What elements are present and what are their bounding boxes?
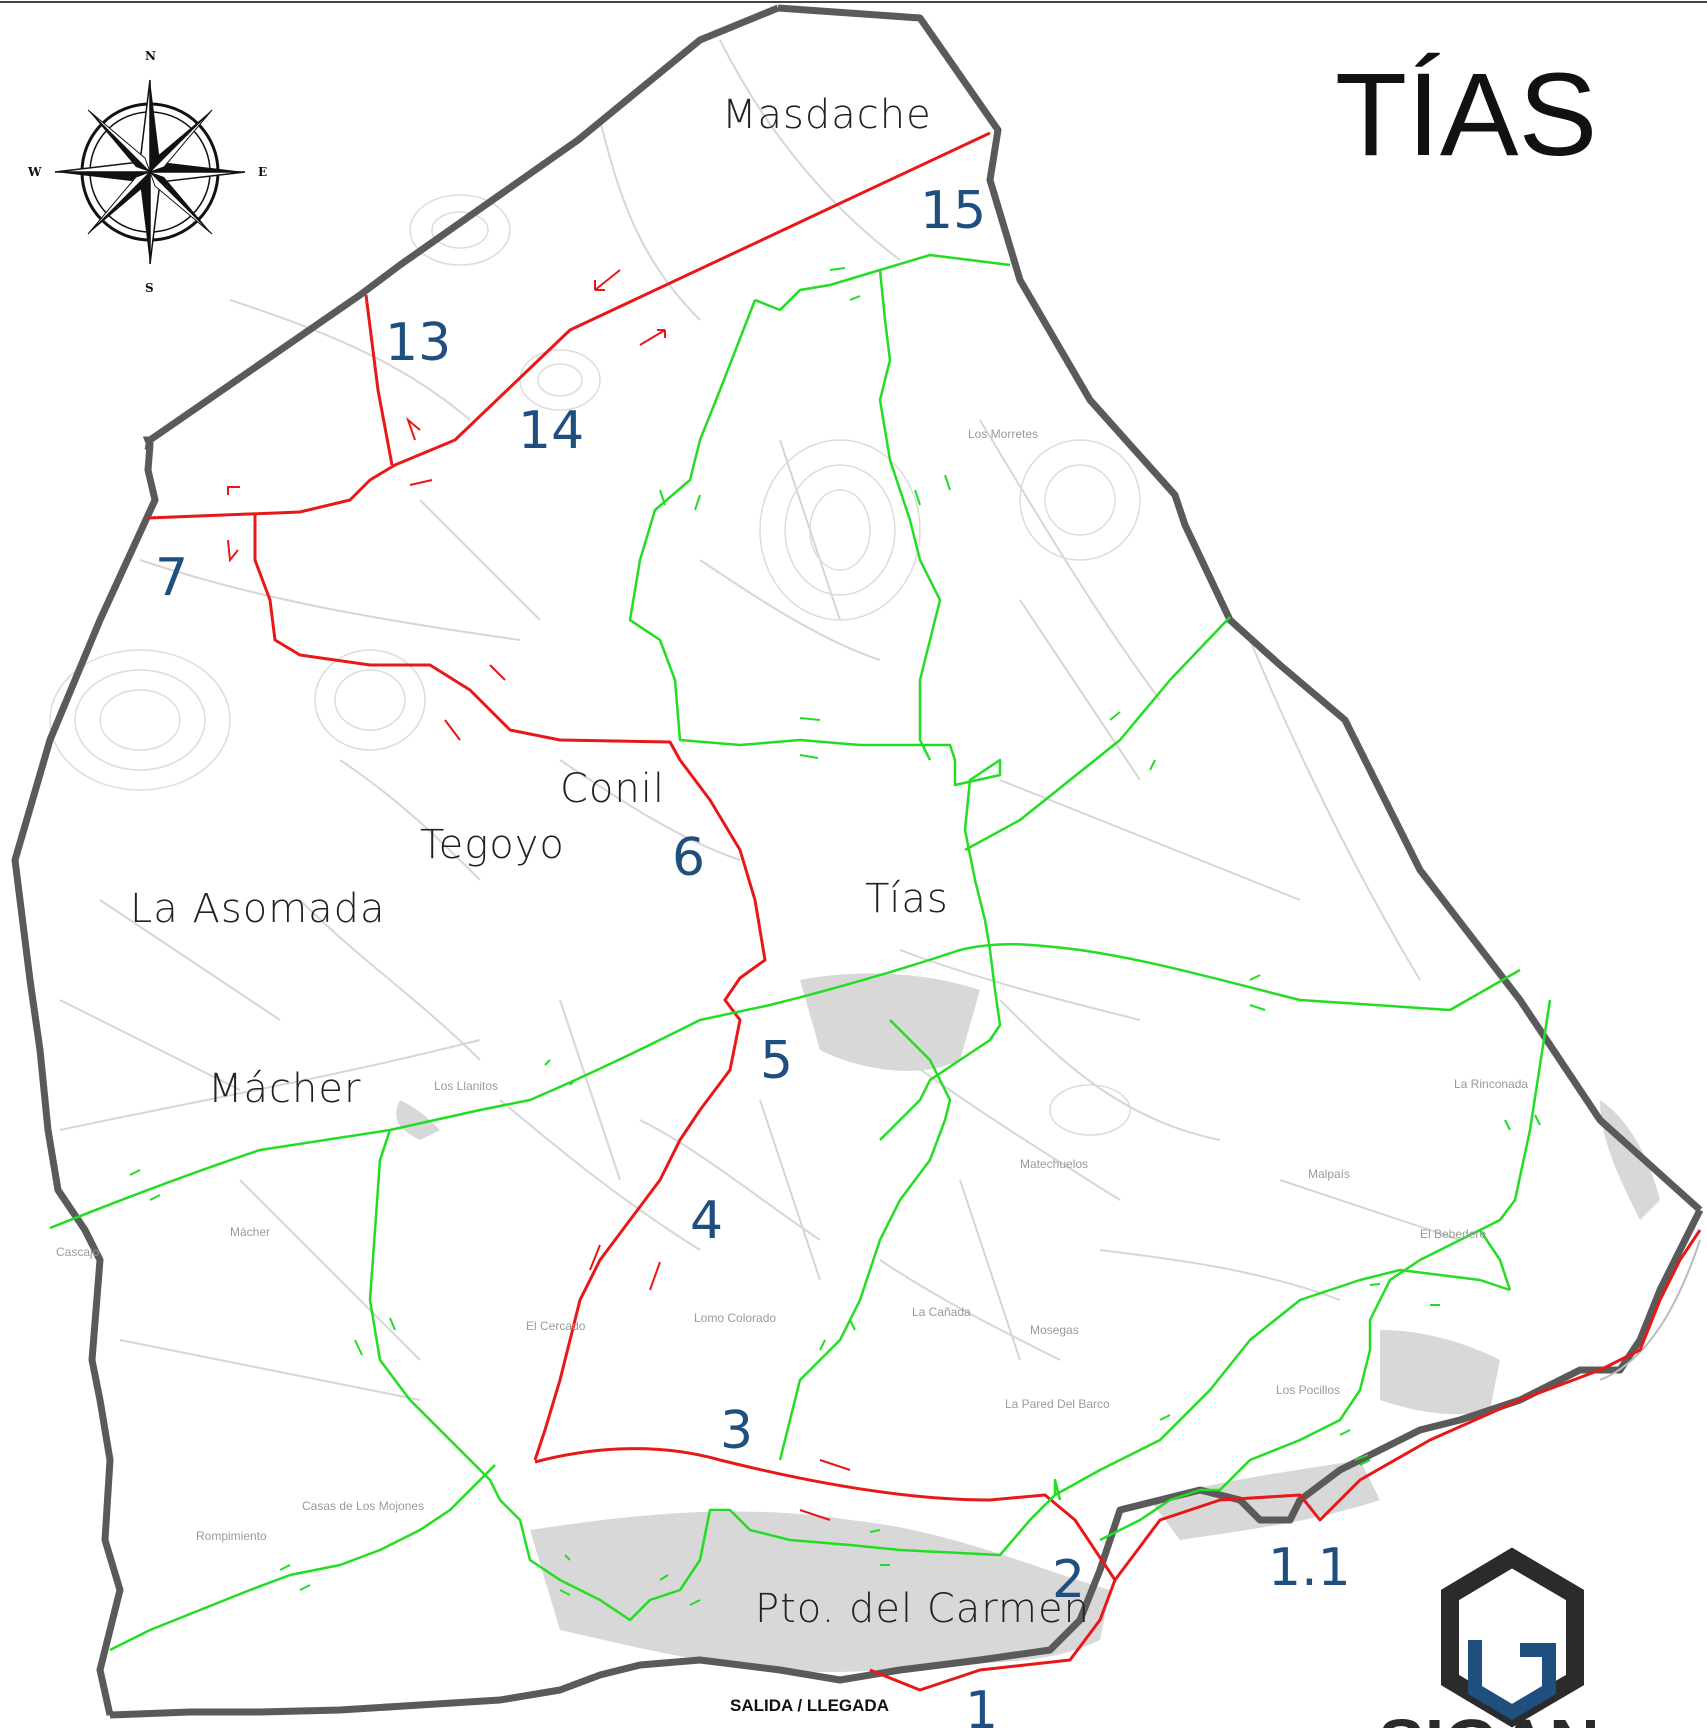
town-label-macher: Mácher — [208, 1066, 361, 1112]
coastline — [1599, 1239, 1701, 1381]
red-route-13 — [364, 294, 394, 466]
green-routes — [49, 253, 1552, 1652]
place-label: Matechuelos — [1020, 1157, 1088, 1171]
town-label-tias: Tías — [865, 876, 949, 922]
route-number-1-1: 1.1 — [1268, 1538, 1351, 1598]
route-number-7: 7 — [155, 548, 188, 608]
place-label: Cascajo — [56, 1245, 100, 1259]
compass-north-label: N — [145, 49, 156, 63]
green-route-north-east — [964, 616, 1231, 852]
route-number-3: 3 — [720, 1401, 753, 1461]
route-number-13: 13 — [385, 313, 451, 373]
logo-text: SIGAN — [1378, 1705, 1600, 1728]
green-direction-arrows — [129, 267, 1541, 1606]
route-number-4: 4 — [690, 1191, 723, 1251]
green-route-coast — [1054, 1268, 1511, 1497]
place-label: Lomo Colorado — [694, 1311, 776, 1325]
map-title: TÍAS — [1335, 49, 1597, 181]
sigan-logo: SIGAN — [1378, 1547, 1600, 1728]
start-finish-label: SALIDA / LLEGADA — [730, 1696, 889, 1715]
town-label-conil: Conil — [560, 766, 665, 812]
green-route-southwest — [109, 1464, 496, 1652]
red-route-7-6 — [253, 515, 767, 1461]
place-label: Casas de Los Mojones — [302, 1499, 424, 1513]
red-route-3 — [534, 1447, 1117, 1692]
town-label-masdache: Masdache — [722, 92, 932, 138]
green-route-east — [1478, 999, 1552, 1291]
green-route-west-loop — [368, 1129, 1062, 1622]
logo-g-mark — [1468, 1640, 1556, 1721]
route-number-15: 15 — [920, 181, 986, 241]
place-label: Mosegas — [1030, 1323, 1079, 1337]
municipality-border-top — [144, 4, 780, 451]
town-label-pto-del-carmen: Pto. del Carmen — [755, 1586, 1090, 1632]
place-label: Los Morretes — [968, 427, 1038, 441]
place-label: Los Pocillos — [1276, 1383, 1340, 1397]
place-label: El Cercado — [526, 1319, 586, 1333]
route-number-2: 2 — [1052, 1550, 1085, 1610]
place-label: La Cañada — [912, 1305, 971, 1319]
green-route-15-right — [878, 269, 942, 761]
red-direction-arrows — [227, 269, 851, 1521]
green-route-15-loop — [628, 299, 1002, 1141]
town-label-tegoyo: Tegoyo — [420, 822, 565, 868]
route-number-1: 1 — [965, 1681, 998, 1728]
place-label: El Bebedero — [1420, 1227, 1486, 1241]
road-network — [59, 39, 1461, 1401]
green-route-15 — [754, 253, 1011, 312]
red-route-top — [147, 131, 991, 520]
green-route-tias-south — [778, 1019, 952, 1461]
place-label: Los Llanitos — [434, 1079, 498, 1093]
municipality-border — [11, 4, 1704, 1719]
route-number-14: 14 — [518, 401, 584, 461]
compass-east-label: E — [258, 165, 267, 179]
red-route-1-1 — [1113, 1229, 1702, 1581]
compass-rose: N S E W — [27, 49, 267, 295]
green-route-main — [49, 942, 1521, 1230]
town-label-la-asomada: La Asomada — [130, 886, 386, 932]
green-route-east-2 — [1099, 1228, 1481, 1542]
place-label: Malpaís — [1308, 1167, 1350, 1181]
place-label: Rompimiento — [196, 1529, 267, 1543]
place-label: La Rinconada — [1454, 1077, 1528, 1091]
route-number-6: 6 — [672, 828, 705, 888]
place-label: La Pared Del Barco — [1005, 1397, 1110, 1411]
place-label: Mácher — [230, 1225, 270, 1239]
compass-west-label: W — [27, 165, 42, 179]
contour-lines — [49, 194, 1141, 1136]
route-number-5: 5 — [760, 1031, 793, 1091]
red-routes — [147, 131, 1702, 1692]
compass-south-label: S — [145, 281, 154, 295]
